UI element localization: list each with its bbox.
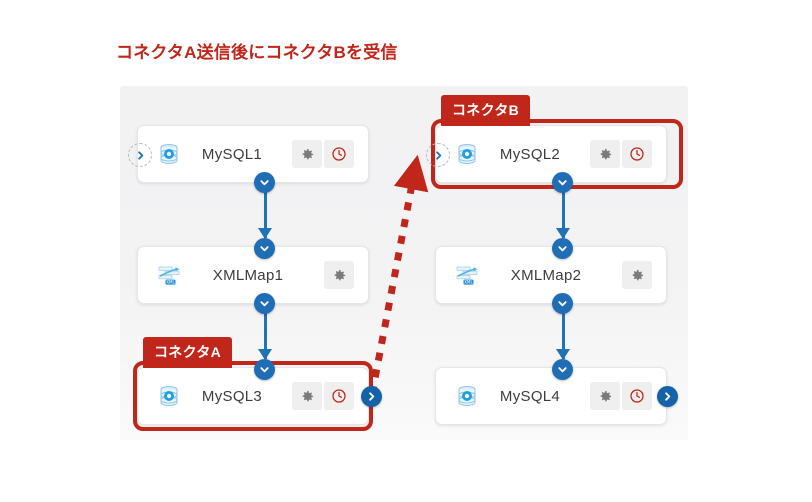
xmlmap-icon: XML — [454, 262, 480, 288]
node-mysql3[interactable]: MySQL3 — [137, 367, 369, 425]
node-label: MySQL1 — [201, 145, 263, 163]
node-label: MySQL3 — [201, 387, 263, 405]
handle-bottom-xmlmap2[interactable] — [552, 293, 573, 314]
arrowhead-xmlmap2-mysql4 — [556, 349, 570, 360]
handle-right-mysql3[interactable] — [361, 386, 382, 407]
gear-icon[interactable] — [622, 261, 652, 289]
link-xmlmap2-mysql4 — [562, 307, 565, 359]
clock-icon[interactable] — [622, 140, 652, 168]
gear-icon[interactable] — [292, 382, 322, 410]
mysql-database-icon — [454, 141, 480, 167]
node-xmlmap1[interactable]: XML XMLMap1 — [137, 246, 369, 304]
svg-text:XML: XML — [166, 280, 175, 285]
gear-icon[interactable] — [292, 140, 322, 168]
link-xmlmap1-mysql3 — [264, 307, 267, 359]
gear-icon[interactable] — [590, 382, 620, 410]
node-actions — [590, 140, 652, 168]
gear-icon[interactable] — [590, 140, 620, 168]
mysql-database-icon — [454, 383, 480, 409]
clock-icon[interactable] — [622, 382, 652, 410]
handle-bottom-xmlmap1[interactable] — [254, 293, 275, 314]
handle-top-mysql4[interactable] — [552, 359, 573, 380]
mysql-database-icon — [156, 141, 182, 167]
node-label: XMLMap2 — [510, 266, 582, 284]
node-mysql1[interactable]: MySQL1 — [137, 125, 369, 183]
handle-top-xmlmap2[interactable] — [552, 238, 573, 259]
node-actions — [590, 382, 652, 410]
handle-top-xmlmap1[interactable] — [254, 238, 275, 259]
node-actions — [292, 382, 354, 410]
arrowhead-mysql1-xmlmap1 — [258, 228, 272, 239]
node-label: XMLMap1 — [212, 266, 284, 284]
node-mysql4[interactable]: MySQL4 — [435, 367, 667, 425]
link-mysql2-xmlmap2 — [562, 186, 565, 238]
gear-icon[interactable] — [324, 261, 354, 289]
clock-icon[interactable] — [324, 140, 354, 168]
mysql-database-icon — [156, 383, 182, 409]
node-actions — [292, 140, 354, 168]
handle-bottom-mysql1[interactable] — [254, 172, 275, 193]
node-label: MySQL4 — [499, 387, 561, 405]
node-actions — [324, 261, 354, 289]
node-xmlmap2[interactable]: XML XMLMap2 — [435, 246, 667, 304]
arrowhead-xmlmap1-mysql3 — [258, 349, 272, 360]
node-actions — [622, 261, 652, 289]
page-title: コネクタA送信後にコネクタBを受信 — [116, 43, 398, 62]
link-mysql1-xmlmap1 — [264, 186, 267, 238]
clock-icon[interactable] — [324, 382, 354, 410]
handle-left-mysql2[interactable] — [426, 143, 450, 167]
arrowhead-mysql2-xmlmap2 — [556, 228, 570, 239]
tag-connector-b: コネクタB — [441, 95, 531, 126]
handle-top-mysql3[interactable] — [254, 359, 275, 380]
handle-bottom-mysql2[interactable] — [552, 172, 573, 193]
handle-right-mysql4[interactable] — [657, 386, 678, 407]
svg-text:XML: XML — [464, 280, 473, 285]
handle-left-mysql1[interactable] — [128, 143, 152, 167]
node-label: MySQL2 — [499, 145, 561, 163]
xmlmap-icon: XML — [156, 262, 182, 288]
tag-connector-a: コネクタA — [143, 337, 233, 368]
node-mysql2[interactable]: MySQL2 — [435, 125, 667, 183]
